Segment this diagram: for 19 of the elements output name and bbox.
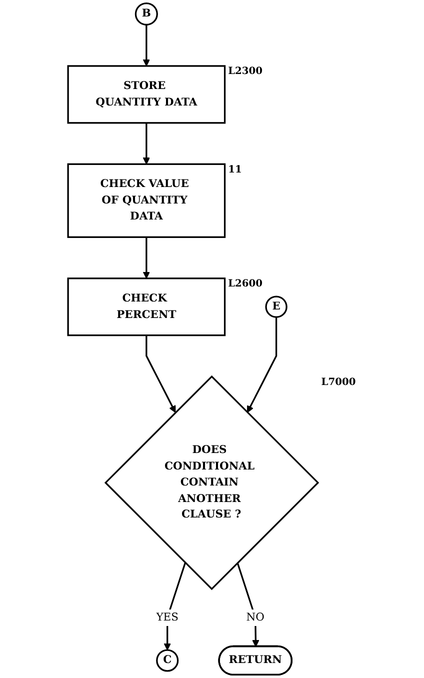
arrow (142, 237, 150, 279)
terminator-box: RETURN (218, 645, 292, 676)
arrow (142, 24, 150, 66)
arrow (247, 317, 278, 413)
connector-circle: B (134, 2, 158, 26)
process-box: CHECK VALUE OF QUANTITY DATA (67, 163, 226, 238)
connector-circle: E (265, 296, 288, 318)
connector-circle: C (156, 649, 179, 672)
step-code-label: L7000 (321, 376, 356, 388)
process-box: CHECK PERCENT (67, 278, 226, 336)
step-code-label: L2300 (228, 66, 263, 78)
arrow (236, 562, 260, 647)
process-box: STORE QUANTITY DATA (67, 65, 226, 124)
decision-diamond: DOES CONDITIONAL CONTAIN ANOTHER CLAUSE ? (104, 375, 320, 590)
arrow (164, 562, 186, 650)
step-code-label: L2600 (228, 278, 263, 290)
arrow (146, 335, 176, 413)
step-code-label: 11 (228, 164, 242, 176)
arrow (142, 122, 150, 164)
